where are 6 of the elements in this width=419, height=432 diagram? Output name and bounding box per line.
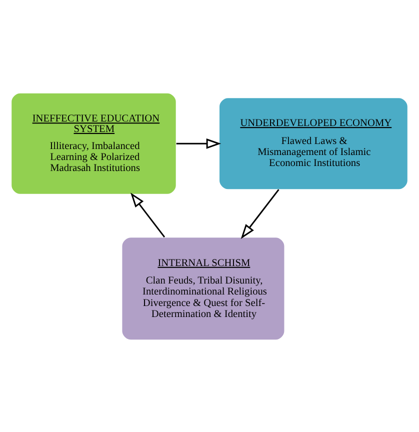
node-box: INEFFECTIVE EDUCATION SYSTEM Illiteracy, Imbalanced Learning & Polarized Madrasah Institutions bbox=[10, 92, 177, 194]
arrow bbox=[130, 192, 166, 238]
node-box: INTERNAL SCHISM Clan Feuds, Tribal Disunity, Interdinominational Religious Divergence & Quest for Self-Determination & Identity bbox=[121, 236, 285, 340]
node-box: UNDERDEVELOPED ECONOMY Flawed Laws & Mismanagement of Islamic Economic Institutions bbox=[218, 96, 408, 190]
arrow bbox=[240, 188, 280, 238]
arrow bbox=[176, 138, 222, 148]
